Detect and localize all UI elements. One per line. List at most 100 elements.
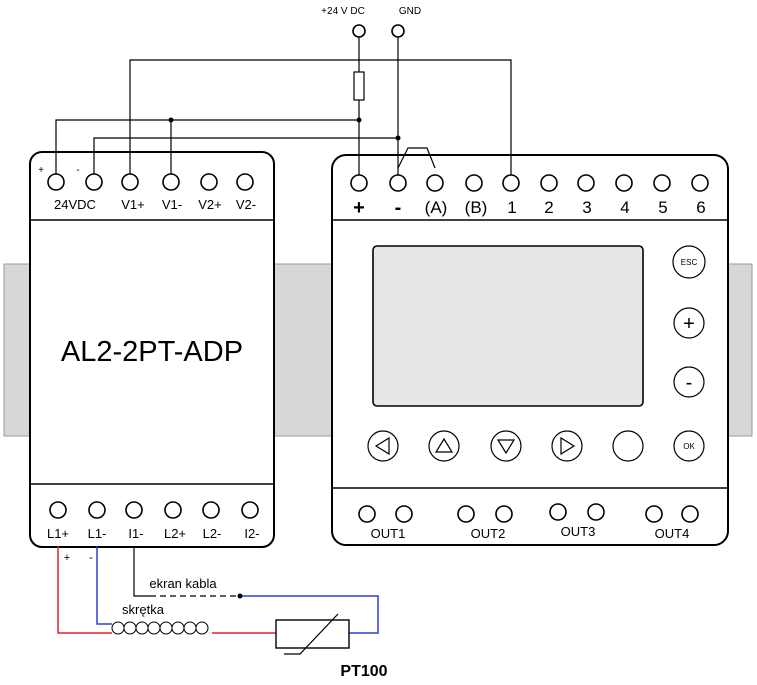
plc-in6-label: 6 (696, 198, 705, 217)
module-v2minus-terminal (236, 173, 254, 191)
module-v2plus-terminal (200, 173, 218, 191)
module-l1minus-label: L1- (88, 526, 107, 541)
module-v1plus-label: V1+ (121, 197, 145, 212)
out4-terminal-b (681, 505, 699, 523)
plc-b-terminal (465, 174, 483, 192)
din-rail-right (727, 263, 753, 437)
plc-in3-terminal (577, 174, 595, 192)
module-minus-mark: - (76, 165, 79, 176)
esc-label: ESC (681, 258, 698, 267)
shield-junction-dot (237, 593, 243, 599)
minus-button[interactable] (673, 366, 705, 398)
plc-top-terminals: + - (A) (B) 1 2 3 4 5 6 (350, 174, 709, 219)
module-i2minus-label: I2- (244, 526, 259, 541)
module-i1minus-label: I1- (128, 526, 143, 541)
out4-label: OUT4 (655, 526, 690, 541)
module-l1plus-label: L1+ (47, 526, 69, 541)
supply-plus-terminal (352, 24, 366, 38)
module-i1minus-terminal (125, 501, 143, 519)
out1-terminal-a (358, 505, 376, 523)
plc-minus-label: - (395, 197, 402, 219)
plc-in5-label: 5 (658, 198, 667, 217)
module-l1minus-terminal (88, 501, 106, 519)
supply-gnd-terminal (391, 24, 405, 38)
din-rail-left (3, 263, 31, 437)
blue-wire (96, 546, 112, 625)
plc-b-label: (B) (465, 198, 488, 217)
module-v2minus-label: V2- (236, 197, 256, 212)
module-top-terminals: + - 24VDC V1+ V1- V2+ V2- (38, 165, 256, 212)
plc-outputs: OUT1 OUT2 OUT3 OUT4 (358, 503, 699, 541)
out4-terminal-a (645, 505, 663, 523)
plc-in4-label: 4 (620, 198, 629, 217)
plc-in1-label: 1 (507, 198, 516, 217)
supply-gnd-label: GND (399, 6, 421, 17)
plc-a-terminal (426, 174, 444, 192)
module-l2plus-terminal (164, 501, 182, 519)
plc-plus-terminal (350, 174, 368, 192)
plc-a-label: (A) (425, 198, 448, 217)
pt100-arrow-icon (284, 613, 339, 655)
module-v2plus-label: V2+ (198, 197, 222, 212)
module-24vdc-label: 24VDC (54, 197, 96, 212)
right-button[interactable] (551, 430, 583, 462)
plc-in2-label: 2 (544, 198, 553, 217)
ok-button[interactable] (673, 430, 705, 462)
supply-plus-label: +24 V DC (321, 6, 365, 17)
plc-minus-terminal (389, 174, 407, 192)
module-v1minus-label: V1- (162, 197, 182, 212)
minus-label: - (686, 372, 693, 394)
wire-minus-mark: - (89, 552, 93, 564)
module-v1plus-terminal (121, 173, 139, 191)
module-24vdc-plus-terminal (47, 173, 65, 191)
module-l2plus-label: L2+ (164, 526, 186, 541)
left-button[interactable] (367, 430, 399, 462)
blank-button[interactable] (612, 430, 644, 462)
down-arrow-icon (496, 439, 516, 455)
out3-terminal-b (587, 503, 605, 521)
plus-button[interactable] (673, 307, 705, 339)
plus-label: + (683, 313, 695, 335)
module-plus-mark: + (38, 165, 44, 176)
plc-in3-label: 3 (582, 198, 591, 217)
up-button[interactable] (428, 430, 460, 462)
esc-button[interactable] (672, 245, 706, 279)
out3-terminal-a (549, 503, 567, 521)
plc-plus-label: + (353, 197, 365, 219)
out1-terminal-b (395, 505, 413, 523)
out1-label: OUT1 (371, 526, 406, 541)
module-i2minus-terminal (241, 501, 259, 519)
shield-wire (133, 546, 150, 597)
out2-terminal-a (457, 505, 475, 523)
module-name: AL2-2PT-ADP (61, 336, 243, 368)
module-l2minus-terminal (202, 501, 220, 519)
module-24vdc-minus-terminal (85, 173, 103, 191)
down-button[interactable] (490, 430, 522, 462)
junction-dot (356, 117, 362, 123)
din-rail-middle (273, 263, 333, 437)
fuse-icon (353, 71, 365, 101)
module-bottom-terminals: L1+ L1- I1- L2+ L2- I2- (47, 501, 260, 541)
twisted-pair-label: skrętka (122, 602, 165, 617)
red-wire (57, 546, 112, 634)
blue-wire-sensor (240, 595, 379, 634)
shield-label: ekran kabla (149, 576, 217, 591)
out3-label: OUT3 (561, 524, 596, 539)
plc-display (372, 245, 644, 407)
junction-dot (395, 135, 401, 141)
right-arrow-icon (560, 436, 576, 456)
ok-label: OK (683, 442, 695, 451)
twisted-pair-icon (111, 621, 209, 635)
plc-in1-terminal (502, 174, 520, 192)
module-housing (29, 151, 275, 548)
module-l1plus-terminal (49, 501, 67, 519)
pt100-resistor-icon (275, 619, 350, 649)
up-arrow-icon (434, 437, 454, 453)
plc-in2-terminal (540, 174, 558, 192)
pt100-label: PT100 (340, 663, 387, 680)
plc-in4-terminal (615, 174, 633, 192)
module-l2minus-label: L2- (203, 526, 222, 541)
left-arrow-icon (374, 436, 390, 456)
module-v1minus-terminal (162, 173, 180, 191)
